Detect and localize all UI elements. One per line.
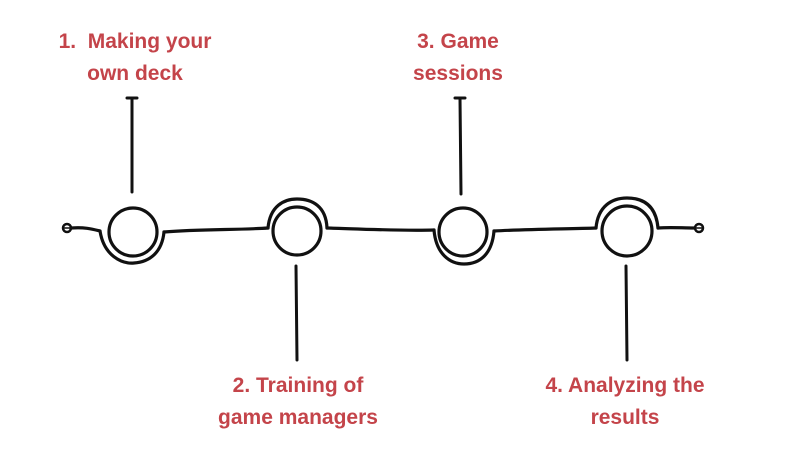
step-4-number: 4.: [545, 374, 563, 397]
timeline-end-cap: [693, 222, 705, 234]
step-2-label: 2. Training of game managers: [200, 370, 396, 434]
connector-2: [294, 264, 299, 362]
step-2-title-line-2: game managers: [218, 406, 378, 429]
step-3-label: 3. Game sessions: [360, 26, 556, 90]
step-1-number: 1.: [58, 30, 77, 53]
step-1-line-1: 1. Making your: [40, 26, 230, 58]
step-2-title-line-1: Training of: [256, 374, 364, 397]
step-4-title-line-2: results: [590, 406, 660, 429]
connector-4: [624, 264, 629, 362]
timeline-node-3: [432, 206, 496, 266]
timeline-node-2: [266, 197, 329, 257]
timeline-node-4: [594, 196, 660, 258]
step-3-title-line-2: sessions: [413, 62, 503, 85]
step-1-title-line-2: own deck: [87, 62, 183, 85]
step-4-line-1: 4. Analyzing the: [520, 370, 730, 402]
step-3-line-1: 3. Game: [360, 26, 556, 58]
step-3-title-line-1: Game: [440, 30, 499, 53]
step-2-number: 2.: [232, 374, 251, 397]
step-4-label: 4. Analyzing the results: [520, 370, 730, 434]
timeline-track: [69, 225, 696, 234]
step-1-label: 1. Making your own deck: [40, 26, 230, 90]
connector-3: [458, 96, 463, 196]
step-4-title-line-1: Analyzing the: [568, 374, 705, 397]
step-2-line-1: 2. Training of: [200, 370, 396, 402]
step-1-title-line-1: Making your: [87, 30, 212, 53]
step-3-number: 3.: [417, 30, 435, 53]
timeline-node-1: [98, 206, 166, 265]
